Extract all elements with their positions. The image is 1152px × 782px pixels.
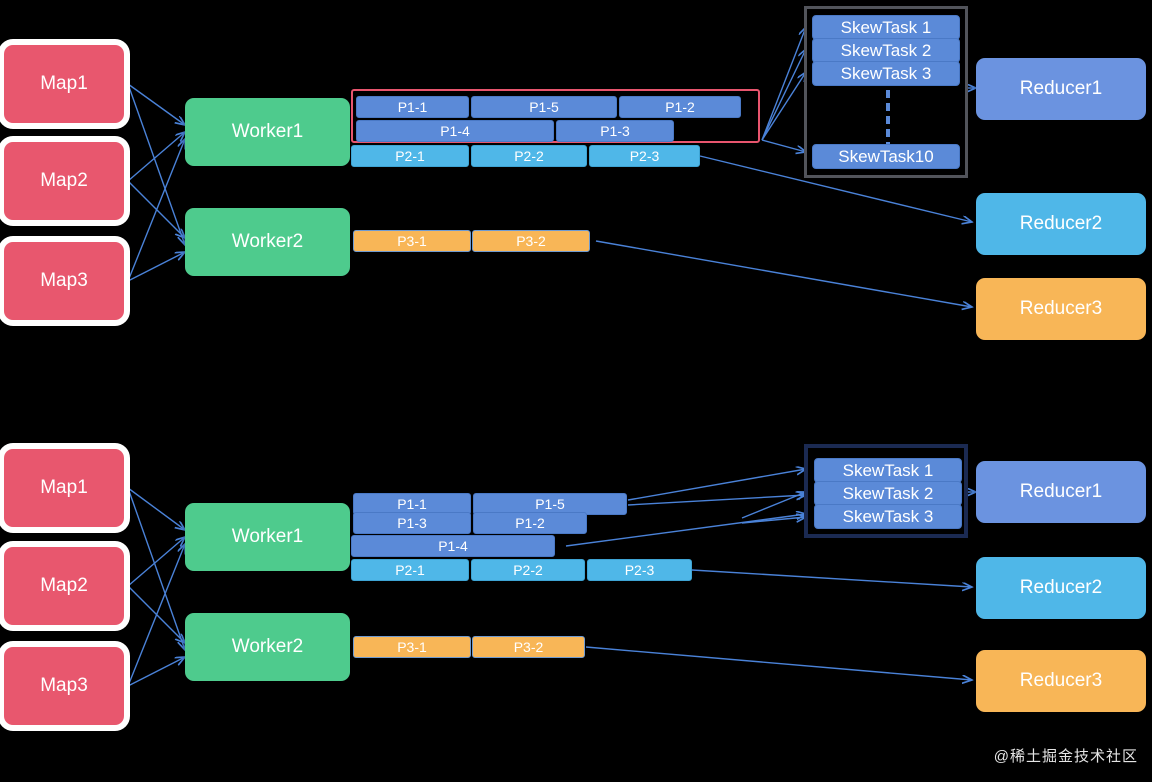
top-map-3[interactable]: Map3 (4, 242, 124, 320)
edge-b-map2-worker1 (127, 537, 185, 587)
bottom-partition-cell[interactable]: P2-2 (471, 559, 585, 581)
edge-b-map2-worker2 (127, 585, 185, 643)
edge-b-map1-worker1 (127, 487, 185, 530)
top-partition-cell[interactable]: P2-2 (471, 145, 587, 167)
bottom-skew-task-item[interactable]: SkewTask 3 (814, 504, 962, 529)
bottom-skew-task-item[interactable]: SkewTask 2 (814, 481, 962, 506)
edge-b-map3-worker2 (127, 657, 185, 687)
bottom-partition-cell[interactable]: P3-1 (353, 636, 471, 658)
top-map-2[interactable]: Map2 (4, 142, 124, 220)
top-skew-task-ellipsis (886, 90, 890, 150)
top-partition-cell[interactable]: P1-1 (356, 96, 469, 118)
top-skew-task-item[interactable]: SkewTask10 (812, 144, 960, 169)
edge-skewsrc-task3 (761, 72, 806, 141)
bottom-worker-2[interactable]: Worker2 (185, 613, 350, 681)
bottom-map-1[interactable]: Map1 (4, 449, 124, 527)
bottom-partition-cell[interactable]: P1-1 (353, 493, 471, 515)
bottom-reducer-2[interactable]: Reducer2 (976, 557, 1146, 619)
top-partition-cell[interactable]: P1-5 (471, 96, 617, 118)
edge-b-p3-reducer3 (585, 646, 972, 680)
edge-b-p1row2b-task3 (741, 517, 806, 524)
edge-skewsrc-task10 (761, 139, 806, 152)
bottom-partition-cell[interactable]: P2-3 (587, 559, 692, 581)
edge-b-map1-worker2 (127, 487, 185, 650)
edge-b-p2-reducer2 (691, 569, 972, 587)
edge-b-p1row3-task3 (565, 514, 806, 547)
bottom-worker-1[interactable]: Worker1 (185, 503, 350, 571)
edge-map3-worker2 (127, 252, 185, 282)
edge-map2-worker1 (127, 132, 185, 182)
top-reducer-1[interactable]: Reducer1 (976, 58, 1146, 120)
top-skew-task-item[interactable]: SkewTask 3 (812, 61, 960, 86)
bottom-reducer-1[interactable]: Reducer1 (976, 461, 1146, 523)
edge-p3-reducer3 (595, 240, 972, 307)
watermark: @稀土掘金技术社区 (993, 748, 1138, 765)
bottom-partition-cell[interactable]: P1-4 (351, 535, 555, 557)
top-skew-task-item[interactable]: SkewTask 1 (812, 15, 960, 40)
top-partition-cell[interactable]: P2-1 (351, 145, 469, 167)
bottom-partition-cell[interactable]: P2-1 (351, 559, 469, 581)
bottom-skew-task-item[interactable]: SkewTask 1 (814, 458, 962, 483)
edge-map1-worker2 (127, 83, 185, 245)
top-reducer-2[interactable]: Reducer2 (976, 193, 1146, 255)
edge-b-map3-worker1 (127, 544, 185, 687)
bottom-map-3[interactable]: Map3 (4, 647, 124, 725)
top-worker-2[interactable]: Worker2 (185, 208, 350, 276)
edge-map2-worker2 (127, 180, 185, 238)
top-skew-task-item[interactable]: SkewTask 2 (812, 38, 960, 63)
bottom-partition-cell[interactable]: P1-2 (473, 512, 587, 534)
edge-b-p1row1b-task2 (627, 495, 806, 506)
top-partition-cell[interactable]: P2-3 (589, 145, 700, 167)
edge-skewsrc-task1 (761, 27, 806, 141)
top-partition-cell[interactable]: P1-3 (556, 120, 674, 142)
bottom-reducer-3[interactable]: Reducer3 (976, 650, 1146, 712)
top-skew-partition-highlight (351, 89, 760, 143)
top-partition-cell[interactable]: P3-2 (472, 230, 590, 252)
edge-b-p1row2-task2 (741, 492, 806, 519)
top-worker-1[interactable]: Worker1 (185, 98, 350, 166)
top-partition-cell[interactable]: P3-1 (353, 230, 471, 252)
bottom-map-2[interactable]: Map2 (4, 547, 124, 625)
edge-b-p1row1-task1 (627, 469, 806, 501)
bottom-partition-cell[interactable]: P3-2 (472, 636, 585, 658)
edge-map3-worker1 (127, 139, 185, 282)
top-map-1[interactable]: Map1 (4, 45, 124, 123)
edge-map1-worker1 (127, 83, 185, 125)
top-partition-cell[interactable]: P1-2 (619, 96, 741, 118)
bottom-partition-cell[interactable]: P1-3 (353, 512, 471, 534)
edge-skewsrc-task2 (761, 49, 806, 141)
top-partition-cell[interactable]: P1-4 (356, 120, 554, 142)
top-reducer-3[interactable]: Reducer3 (976, 278, 1146, 340)
